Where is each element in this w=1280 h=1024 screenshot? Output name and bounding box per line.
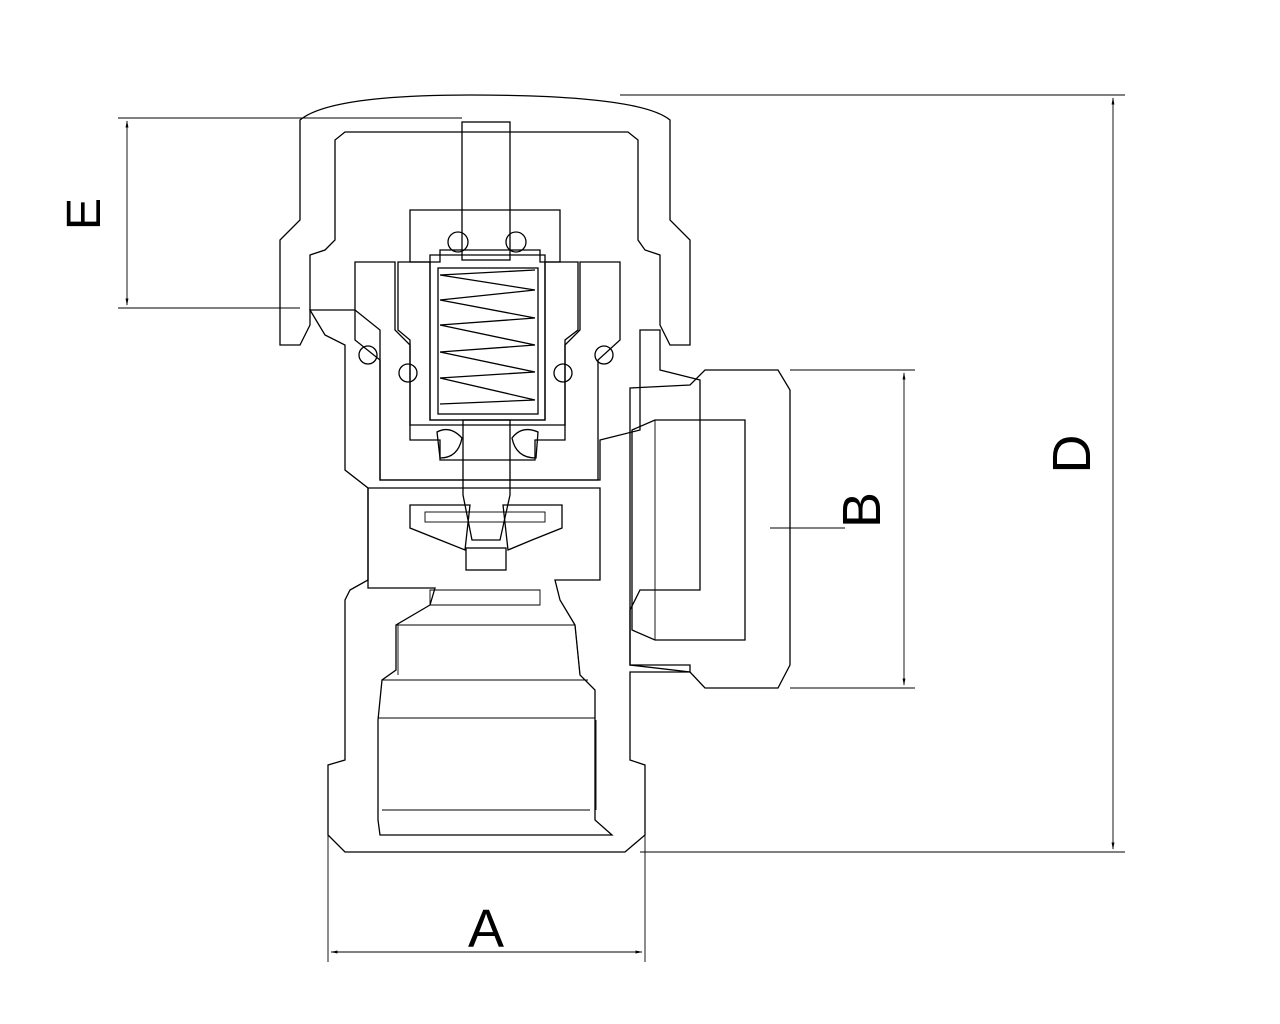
spring	[439, 269, 536, 405]
side-outlet	[629, 369, 845, 689]
valve-disc	[409, 504, 563, 551]
valve-stem	[461, 121, 511, 571]
dimension-label-e: E	[58, 198, 111, 230]
dimension-label-b: B	[832, 492, 892, 528]
dimension-label-d: D	[1042, 435, 1102, 474]
dimension-a: A	[327, 835, 646, 962]
bonnet	[354, 209, 621, 481]
o-rings	[358, 231, 614, 459]
valve-body	[308, 309, 701, 853]
protective-cap	[279, 94, 691, 346]
dimension-b: B	[790, 369, 915, 689]
dimension-label-a: A	[468, 899, 504, 959]
dimension-e: E	[58, 117, 462, 309]
dimension-d: D	[620, 94, 1125, 853]
